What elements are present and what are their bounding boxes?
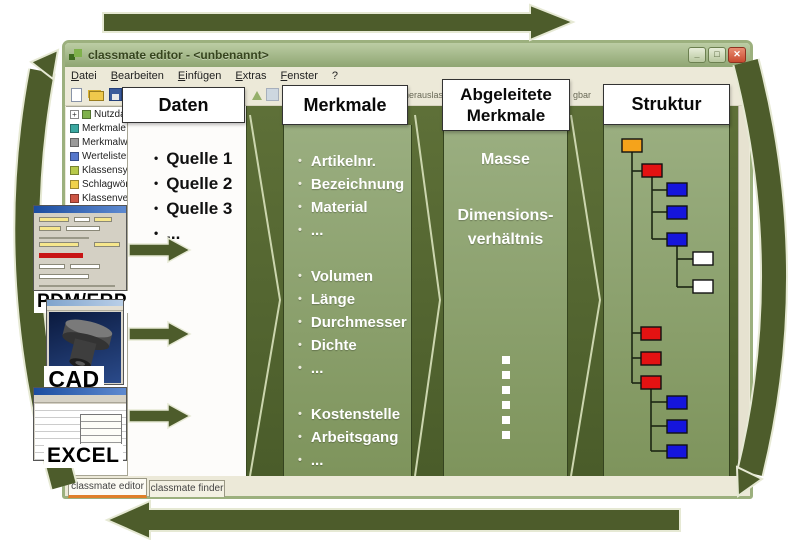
org-icon (82, 109, 91, 119)
toolbar-text-fragment: gbar (573, 90, 592, 100)
header-merkmale: Merkmale (282, 85, 408, 125)
merkmal-item: Bezeichnung (298, 173, 411, 196)
struktur-node-red-1 (641, 163, 663, 178)
save-icon[interactable] (109, 88, 122, 101)
open-folder-icon[interactable] (89, 91, 104, 101)
ellipsis-square (501, 431, 510, 439)
merkmal-item: Volumen (298, 265, 411, 288)
struktur-node-red-4 (640, 375, 662, 390)
quelle-list: Quelle 1 Quelle 2 Quelle 3 ... (154, 146, 232, 246)
tree-item-merkmalwerte[interactable]: Merkmalwerte (66, 135, 127, 149)
tree-item-wertelisten[interactable]: Wertelisten (66, 149, 127, 163)
header-struktur: Struktur (603, 84, 730, 125)
quelle-item: Quelle 3 (154, 196, 232, 221)
menubar: Datei Bearbeiten Einfügen Extras Fenster… (65, 67, 750, 84)
merkmale-column: Artikelnr. Bezeichnung Material ... Volu… (283, 125, 412, 476)
merkmal-item: Material (298, 196, 411, 219)
excel-toolbar (34, 395, 126, 403)
ellipsis-square (501, 356, 510, 364)
bottom-flow-arrow (104, 499, 681, 540)
struktur-column (603, 125, 730, 476)
chain-icon (70, 137, 79, 147)
merkmal-item: Länge (298, 288, 411, 311)
pdm-titlebar (34, 206, 126, 213)
tree-item-klassensysteme[interactable]: Klassensysteme (66, 163, 127, 177)
pdm-red-bar (39, 253, 83, 258)
tab-classmate-finder[interactable]: classmate finder (149, 480, 225, 497)
menu-datei[interactable]: Datei (71, 69, 97, 82)
tree-item-schlagwoerter[interactable]: Schlagwörter (66, 177, 127, 191)
menu-extras[interactable]: Extras (235, 69, 267, 82)
derived-item-masse: Masse (481, 151, 530, 168)
abgeleitete-merkmale-column: Masse Dimensions- verhältnis (443, 131, 568, 476)
merkmal-item: Arbeitsgang (298, 426, 411, 449)
struktur-node-blue-5 (666, 419, 688, 434)
merkmal-item: Kostenstelle (298, 403, 411, 426)
app-logo-icon (69, 48, 83, 62)
menu-fenster[interactable]: Fenster (280, 69, 318, 82)
quelle-item: Quelle 1 (154, 146, 232, 171)
struktur-node-red-3 (640, 351, 662, 366)
link-icon (70, 193, 79, 203)
menu-einfuegen[interactable]: Einfügen (177, 69, 222, 82)
pdm-erp-screenshot (33, 205, 127, 291)
derived-item-dimensionsverhaeltnis: Dimensions- verhältnis (457, 207, 554, 248)
menu-hilfe[interactable]: ? (331, 69, 338, 82)
window-title: classmate editor - <unbenannt> (88, 48, 269, 62)
quelle-item: ... (154, 221, 232, 246)
maximize-icon[interactable]: □ (708, 47, 726, 63)
struktur-node-white-2 (692, 279, 714, 294)
struktur-node-red-2 (640, 326, 662, 341)
struktur-tree (621, 138, 714, 459)
vertical-scrollbar[interactable] (738, 106, 749, 476)
struktur-node-blue-4 (666, 395, 688, 410)
merkmal-item: Dichte (298, 334, 411, 357)
struktur-node-blue-6 (666, 444, 688, 459)
list-icon (70, 151, 79, 161)
toolbar-image-icon[interactable] (266, 88, 279, 101)
daten-panel: Quelle 1 Quelle 2 Quelle 3 ... (128, 106, 247, 476)
letter-a-icon (70, 179, 79, 189)
ellipsis-square (501, 401, 510, 409)
left-flow-arrowhead (29, 48, 60, 81)
tab-classmate-editor[interactable]: classmate editor (68, 478, 147, 498)
globe-icon (70, 165, 79, 175)
tree-item-klassenverknuepfungen[interactable]: Klassenverknüpfungen (66, 191, 127, 205)
excel-titlebar (34, 388, 126, 395)
titlebar[interactable]: classmate editor - <unbenannt> _ □ ✕ (65, 43, 750, 67)
struktur-node-white-1 (692, 251, 714, 266)
top-flow-arrow (102, 3, 576, 42)
struktur-node-blue-2 (666, 205, 688, 220)
grid-icon (70, 123, 79, 133)
merkmal-item: ... (298, 357, 411, 380)
vertical-ellipsis (444, 356, 567, 439)
struktur-node-blue-1 (666, 182, 688, 197)
window-controls: _ □ ✕ (688, 47, 746, 63)
close-icon[interactable]: ✕ (728, 47, 746, 63)
merkmal-item: ... (298, 449, 411, 472)
struktur-node-blue-3 (666, 232, 688, 247)
new-file-icon[interactable] (71, 88, 82, 102)
ellipsis-square (501, 416, 510, 424)
menu-bearbeiten[interactable]: Bearbeiten (110, 69, 164, 82)
toolbar-text-fragment: herauslas (404, 90, 444, 100)
source-label-excel: EXCEL (44, 444, 123, 468)
ellipsis-square (501, 386, 510, 394)
header-abgeleitete-merkmale: Abgeleitete Merkmale (442, 79, 570, 131)
struktur-node-root-orange (621, 138, 643, 153)
header-daten: Daten (122, 87, 245, 123)
merkmal-item: Durchmesser (298, 311, 411, 334)
ellipsis-square (501, 371, 510, 379)
tree-item-nutzdaten[interactable]: + Nutzdaten (66, 107, 127, 121)
merkmal-item: ... (298, 219, 411, 242)
minimize-icon[interactable]: _ (688, 47, 706, 63)
cad-titlebar (47, 300, 123, 306)
merkmal-item: Artikelnr. (298, 150, 411, 173)
expand-plus-icon[interactable]: + (70, 109, 79, 119)
tree-item-merkmale[interactable]: Merkmale (66, 121, 127, 135)
quelle-item: Quelle 2 (154, 171, 232, 196)
toolbar-arrow-icon[interactable] (252, 91, 262, 100)
